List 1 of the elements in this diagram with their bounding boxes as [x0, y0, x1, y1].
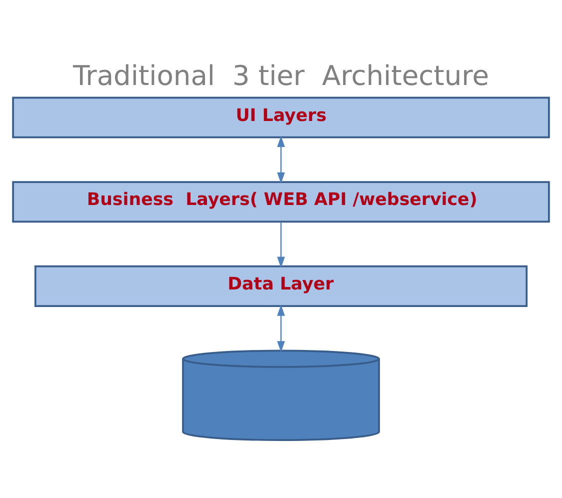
- diagram-title: Traditional 3 tier Architecture: [72, 60, 490, 92]
